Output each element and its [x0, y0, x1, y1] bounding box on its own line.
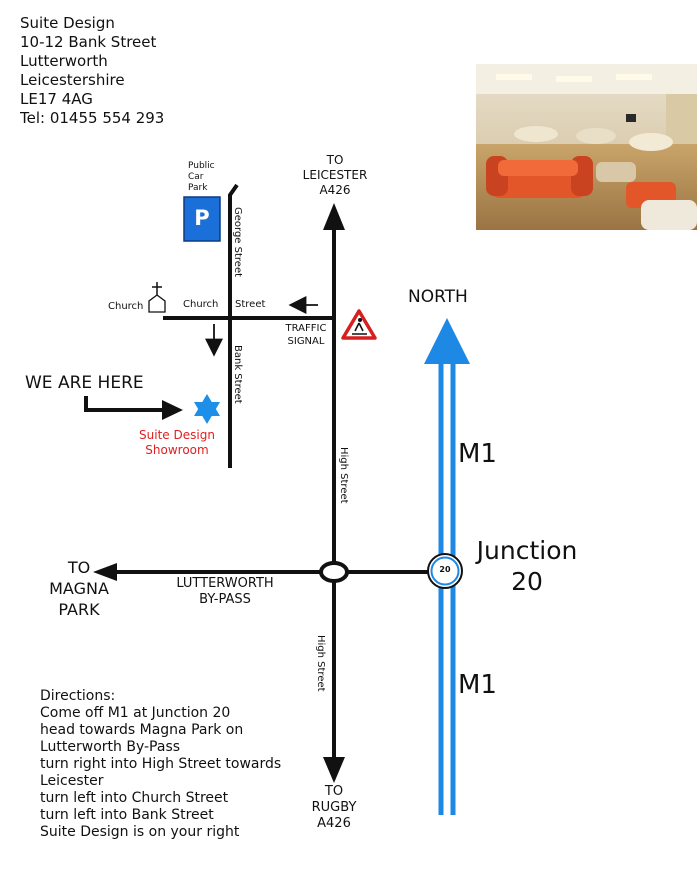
- to-leicester-label: TO LEICESTER A426: [302, 153, 368, 197]
- magna-park-arrowhead: [93, 563, 117, 581]
- showroom-photo: [476, 64, 697, 230]
- george-street-label: George Street: [232, 207, 243, 278]
- address-line: LE17 4AG: [20, 90, 93, 108]
- directions-line: head towards Magna Park on: [40, 722, 244, 738]
- m1-label-top: M1: [458, 439, 497, 469]
- church-street-label-2: Street: [235, 299, 266, 310]
- car-park-label: Public Car Park: [188, 161, 215, 193]
- address-line: Lutterworth: [20, 52, 108, 70]
- bank-street-label: Bank Street: [232, 345, 243, 404]
- address-block: Suite Design 10-12 Bank Street Lutterwor…: [20, 14, 164, 128]
- address-line: 10-12 Bank Street: [20, 33, 157, 51]
- junction-badge-label: 20: [439, 565, 451, 574]
- high-street-label-lower: High Street: [315, 635, 326, 692]
- traffic-signal-label: TRAFFIC SIGNAL: [285, 323, 327, 347]
- bypass-label: LUTTERWORTH BY-PASS: [176, 576, 274, 607]
- high-street-label-upper: High Street: [338, 447, 349, 504]
- directions-line: turn left into Bank Street: [40, 807, 214, 823]
- directions-line: Lutterworth By-Pass: [40, 739, 181, 755]
- to-magna-park-label: TO MAGNA PARK: [49, 558, 109, 619]
- roundabout: [319, 561, 349, 583]
- to-rugby-label: TO RUGBY A426: [311, 784, 357, 831]
- directions-line: turn left into Church Street: [40, 790, 229, 806]
- leicester-arrowhead: [323, 203, 345, 230]
- address-line: Leicestershire: [20, 71, 125, 89]
- junction-label: Junction 20: [476, 536, 578, 596]
- directions-line: turn right into High Street towards: [40, 756, 282, 772]
- showroom-star-icon: [194, 394, 220, 424]
- parking-sign-letter: P: [194, 206, 210, 230]
- junction-badge: [427, 553, 463, 589]
- directions-text: Directions: Come off M1 at Junction 20 h…: [40, 688, 281, 841]
- north-arrow: [424, 318, 470, 364]
- m1-label-bottom: M1: [458, 670, 497, 700]
- north-label: NORTH: [408, 287, 468, 307]
- parking-sign-icon: [183, 196, 221, 242]
- we-are-here-arrow: [84, 396, 164, 412]
- showroom-label: Suite Design Showroom: [139, 428, 215, 457]
- directions-line: Suite Design is on your right: [40, 824, 240, 840]
- directions-line: Directions:: [40, 688, 116, 704]
- address-line: Suite Design: [20, 14, 115, 32]
- directions-line: Leicester: [40, 773, 104, 789]
- traffic-signal-icon: [341, 309, 377, 340]
- church-icon: [148, 282, 166, 313]
- church-label: Church: [108, 301, 144, 312]
- george-bank-street-road: [228, 183, 239, 468]
- rugby-arrowhead: [323, 757, 345, 783]
- church-street-label: Church: [183, 299, 219, 310]
- phone-line: Tel: 01455 554 293: [20, 109, 165, 127]
- we-are-here-label: WE ARE HERE: [25, 373, 144, 393]
- directions-line: Come off M1 at Junction 20: [40, 705, 231, 721]
